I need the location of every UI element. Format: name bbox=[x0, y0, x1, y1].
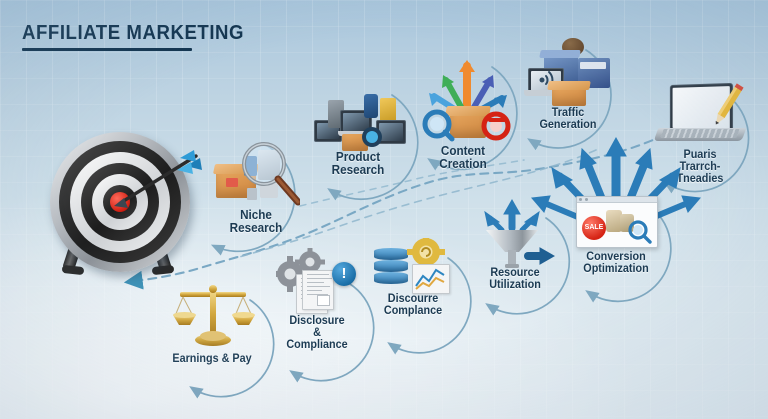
label-disclosure-compliance: Disclosure & Compliance bbox=[286, 313, 348, 352]
label-conversion-optimization: Conversion Optimization bbox=[583, 249, 649, 276]
label-discourse-compliance: Discourre Complance bbox=[383, 291, 443, 318]
electronics-devices-icon bbox=[314, 92, 406, 152]
target-arrow-icon bbox=[114, 150, 202, 208]
title-underline bbox=[22, 48, 192, 51]
label-niche-research: Niche Research bbox=[229, 207, 283, 236]
arc-content-creation bbox=[427, 66, 518, 171]
arc-product-research bbox=[327, 94, 419, 201]
browser-sale-icon: SALE bbox=[576, 196, 658, 250]
laptop-pencil-icon bbox=[652, 82, 752, 150]
label-traffic-generation: Traffic Generation bbox=[539, 105, 597, 132]
node-traffic-generation[interactable]: Traffic Generation bbox=[510, 38, 626, 156]
page-title: AFFILIATE MARKETING bbox=[22, 22, 245, 44]
arc-resource-utilization bbox=[485, 217, 571, 316]
node-platform-trends[interactable]: Puaris Trarrch- Tneadies bbox=[642, 82, 758, 202]
title-block: AFFILIATE MARKETING bbox=[22, 22, 261, 51]
broadcast-laptop-boxes-icon bbox=[522, 38, 618, 108]
arc-earnings-pay bbox=[189, 299, 275, 399]
node-conversion-optimization[interactable]: SALE Conversion Optimization bbox=[556, 196, 676, 306]
database-gear-chart-icon bbox=[370, 238, 458, 296]
funnel-arrow-icon bbox=[472, 198, 558, 270]
box-magnifier-icon bbox=[212, 142, 300, 208]
label-earnings-pay: Earnings & Pay bbox=[172, 351, 252, 365]
label-product-research: Product Research bbox=[331, 149, 385, 178]
node-niche-research[interactable]: Niche Research bbox=[196, 132, 316, 252]
arc-disclosure-compliance bbox=[289, 283, 375, 383]
node-disclosure-compliance[interactable]: ! Disclosure & Compliance bbox=[262, 248, 372, 376]
node-content-creation[interactable]: Content Creation bbox=[408, 58, 518, 178]
node-discourse-compliance[interactable]: Discourre Complance bbox=[358, 238, 468, 342]
label-resource-utilization: Resource Utilization bbox=[489, 265, 541, 292]
balance-scales-icon bbox=[170, 282, 256, 354]
box-arrows-burst-icon bbox=[420, 58, 512, 146]
arc-platform-trends bbox=[663, 92, 750, 194]
node-earnings-pay[interactable]: Earnings & Pay bbox=[150, 282, 274, 384]
dashed-flow-secondary bbox=[235, 149, 597, 259]
arc-conversion-optimization bbox=[585, 204, 672, 303]
gears-document-alert-icon: ! bbox=[276, 248, 360, 316]
dartboard-target bbox=[44, 128, 204, 278]
label-platform-trends: Puaris Trarrch- Tneadies bbox=[676, 147, 724, 186]
arc-discourse-compliance bbox=[387, 257, 472, 355]
label-content-creation: Content Creation bbox=[439, 143, 487, 172]
node-product-research[interactable]: Product Research bbox=[300, 88, 416, 200]
node-resource-utilization[interactable]: Resource Utilization bbox=[460, 198, 570, 308]
